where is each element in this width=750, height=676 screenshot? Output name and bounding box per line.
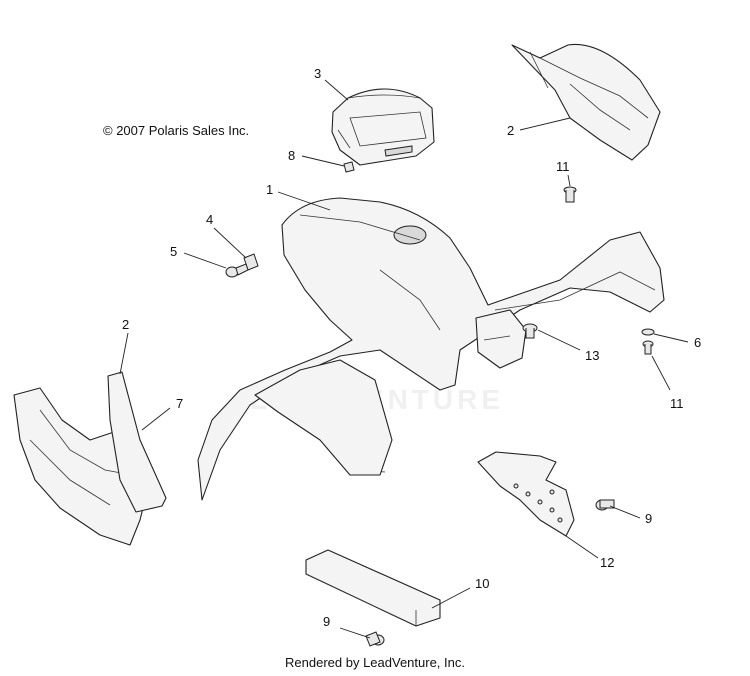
part-6-washer — [641, 328, 655, 336]
leader-11-right — [651, 355, 671, 391]
leader-12 — [565, 535, 599, 559]
copyright-notice: © 2007 Polaris Sales Inc. — [103, 123, 250, 138]
part-1-rear-cab — [197, 197, 665, 501]
leader-4 — [213, 227, 247, 259]
callout-9-right: 9 — [645, 511, 652, 526]
part-8-clip — [343, 161, 355, 173]
footer-credit: Rendered by LeadVenture, Inc. — [285, 655, 465, 670]
leader-5 — [183, 252, 227, 269]
leader-11-top — [567, 174, 571, 187]
leader-10 — [431, 587, 471, 609]
leader-2-right — [519, 117, 571, 131]
part-13-rivet — [522, 323, 538, 339]
callout-5: 5 — [170, 244, 177, 259]
leader-1 — [277, 191, 331, 211]
part-10-guard — [305, 549, 441, 627]
callout-2-left: 2 — [122, 317, 129, 332]
callout-12: 12 — [600, 555, 614, 570]
leader-9-right — [609, 505, 641, 519]
callout-4: 4 — [206, 212, 213, 227]
part-9-screw-bottom — [365, 631, 385, 647]
callout-2-right: 2 — [507, 123, 514, 138]
part-12-bracket-plate — [477, 451, 575, 537]
part-11-screw-top — [563, 186, 577, 203]
callout-13: 13 — [585, 348, 599, 363]
callout-3: 3 — [314, 66, 321, 81]
callout-11-right: 11 — [670, 396, 684, 411]
leader-13 — [537, 329, 581, 351]
part-9-screw-right — [595, 499, 615, 511]
callout-9-bottom: 9 — [323, 614, 330, 629]
part-7-liner — [107, 371, 167, 513]
leader-8 — [301, 155, 345, 167]
callout-8: 8 — [288, 148, 295, 163]
part-5-screw — [225, 263, 249, 278]
leader-2-left — [119, 332, 129, 375]
part-2-side-panel-right — [511, 43, 661, 161]
part-11-screw-right — [642, 340, 654, 355]
callout-10: 10 — [475, 576, 489, 591]
callout-11-top: 11 — [556, 159, 570, 174]
callout-6: 6 — [694, 335, 701, 350]
part-3-front-cover — [331, 88, 435, 166]
leader-3 — [324, 79, 349, 101]
callout-1: 1 — [266, 182, 273, 197]
callout-7: 7 — [176, 396, 183, 411]
leader-9-bottom — [339, 627, 371, 639]
leader-7 — [141, 407, 171, 431]
leader-6 — [653, 333, 689, 343]
